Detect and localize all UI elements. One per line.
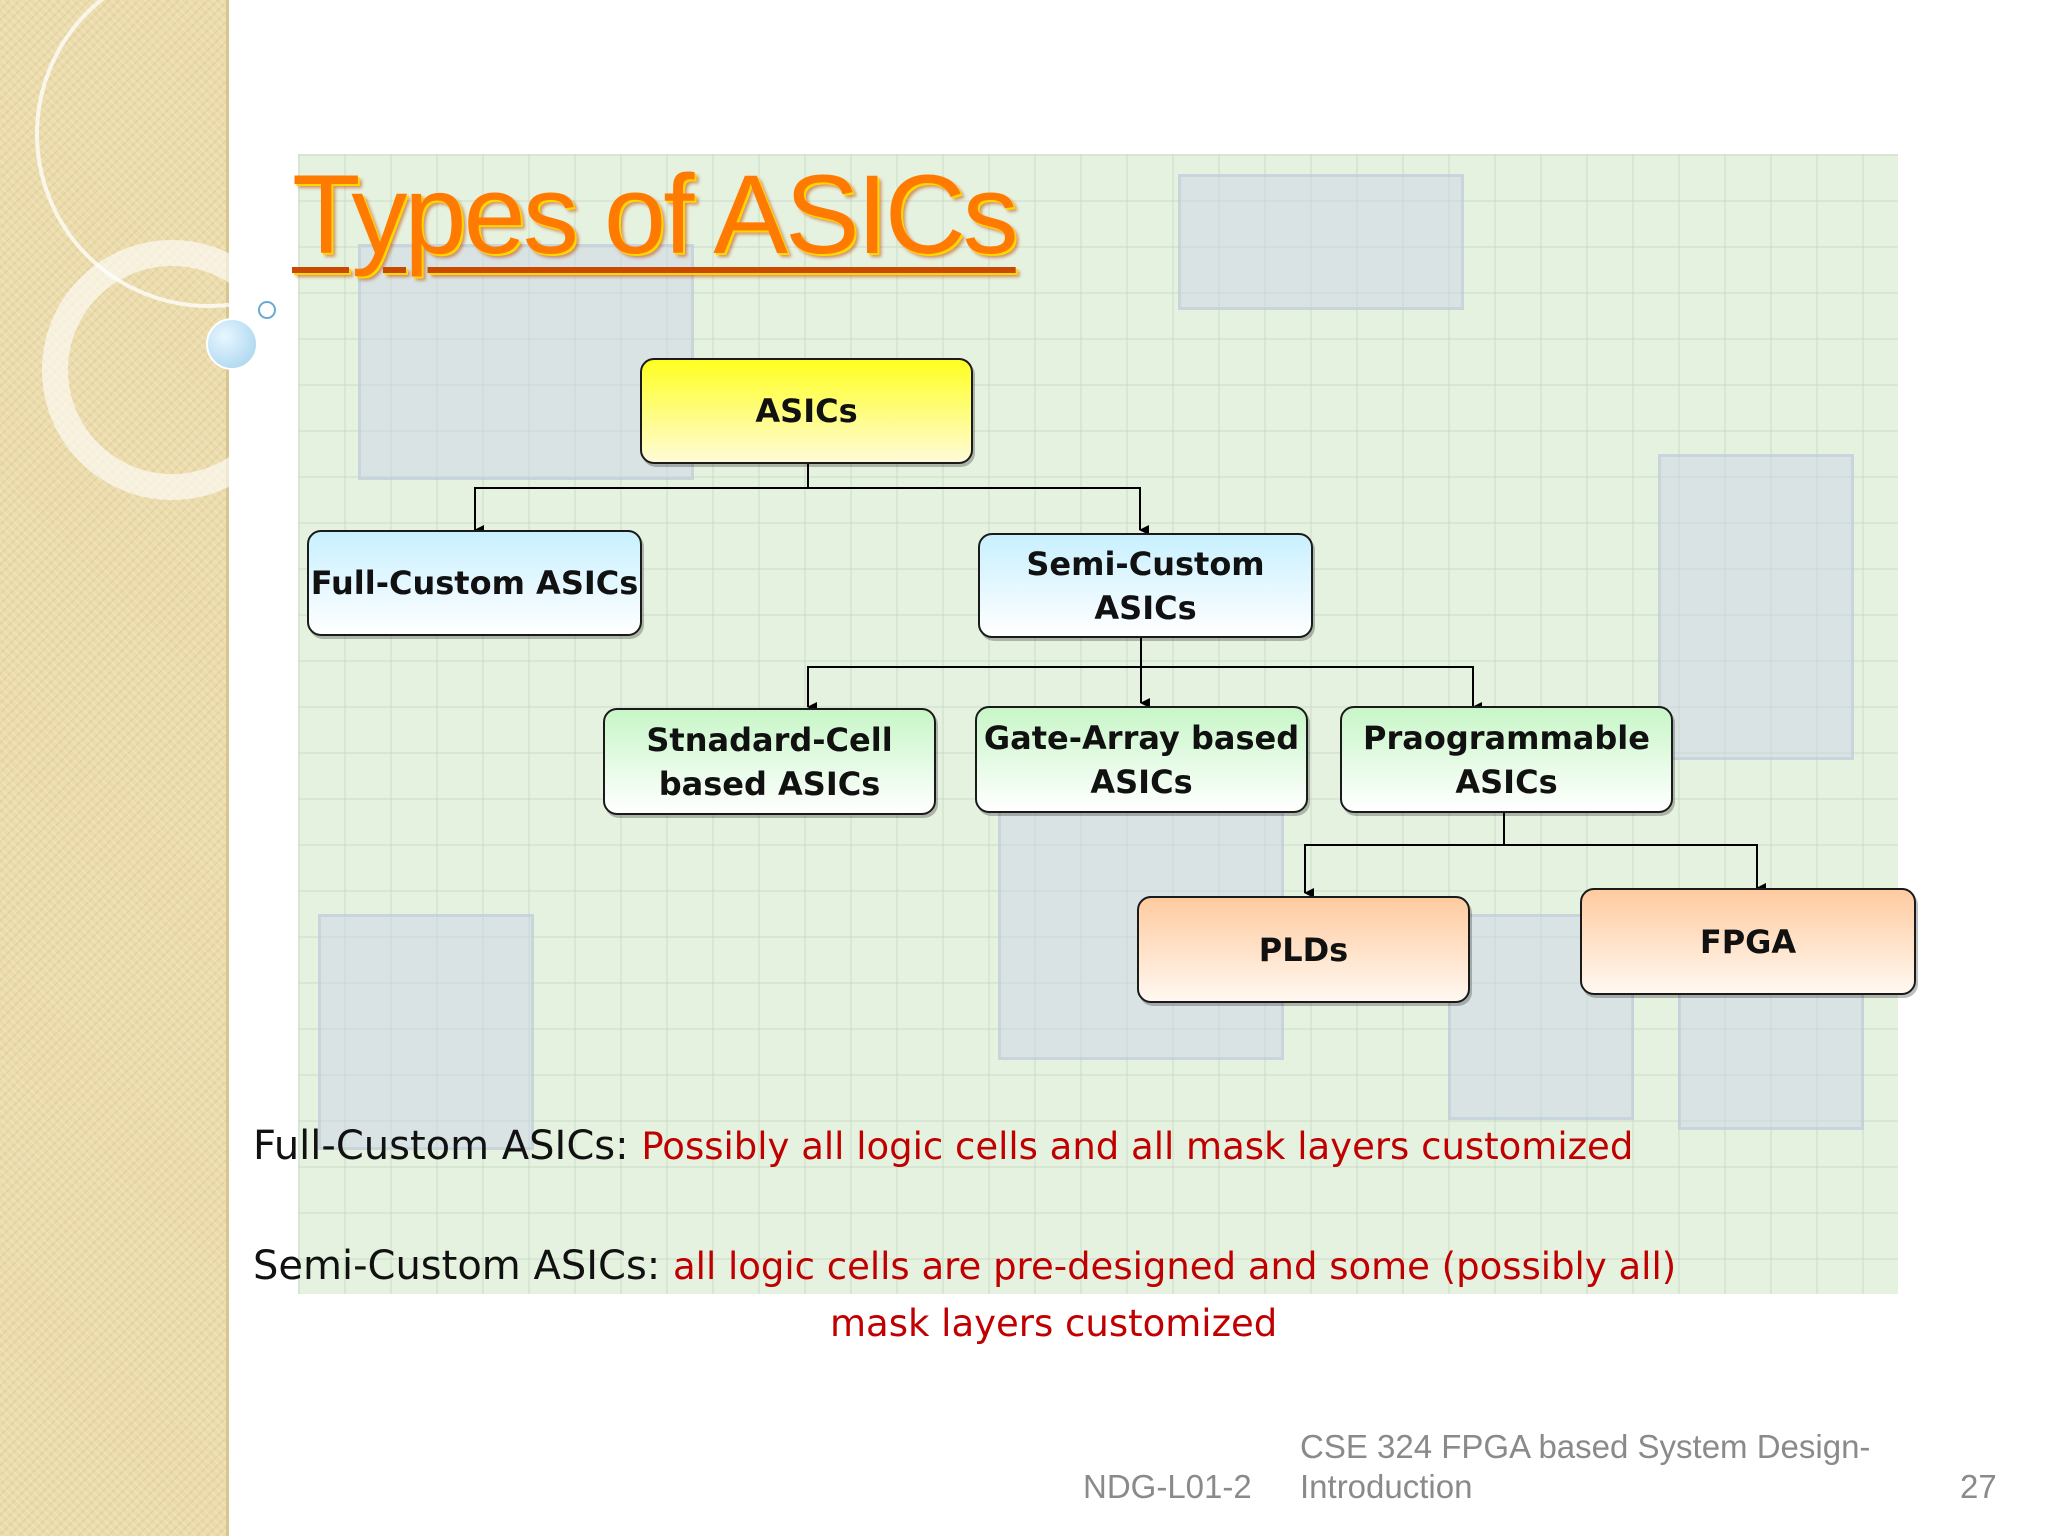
decorative-small-circle xyxy=(258,301,276,319)
slide-number: 27 xyxy=(1960,1468,1997,1505)
node-programmable-asics: Praogrammable ASICs xyxy=(1340,706,1673,813)
node-semi-custom-label: Semi-Custom ASICs xyxy=(1026,544,1265,627)
sidebar-edge xyxy=(226,0,229,1536)
edge-semi-custom-to-programmable xyxy=(1141,666,1482,712)
chip-decoration xyxy=(318,914,534,1150)
chip-decoration xyxy=(1678,974,1864,1130)
node-full-custom-label: Full-Custom ASICs xyxy=(310,564,639,602)
node-plds-label: PLDs xyxy=(1258,930,1349,969)
chip-decoration xyxy=(1658,454,1854,760)
description-semi-custom-definition-line1: all logic cells are pre-designed and som… xyxy=(672,1245,1677,1288)
footer-course-line1: CSE 324 FPGA based System Design- xyxy=(1300,1428,1871,1465)
node-gate-array-label: Gate-Array based ASICs xyxy=(983,718,1300,801)
decorative-bubble xyxy=(206,318,258,370)
node-plds: PLDs xyxy=(1137,896,1470,1003)
footer-code: NDG-L01-2 xyxy=(1083,1468,1252,1505)
node-asics-label: ASICs xyxy=(755,392,858,430)
chip-decoration xyxy=(358,244,694,480)
description-semi-custom-term: Semi-Custom ASICs: xyxy=(253,1243,661,1289)
node-gate-array-asics: Gate-Array based ASICs xyxy=(975,706,1308,813)
node-fpga: FPGA xyxy=(1580,888,1916,995)
description-semi-custom: Semi-Custom ASICs: all logic cells are p… xyxy=(253,1243,1676,1289)
edge-asics-to-full-custom xyxy=(474,463,809,535)
node-programmable-label: Praogrammable ASICs xyxy=(1363,718,1650,801)
description-semi-custom-definition-line2: mask layers customized xyxy=(830,1302,1278,1345)
description-full-custom: Full-Custom ASICs: Possibly all logic ce… xyxy=(253,1123,1633,1169)
description-full-custom-definition: Possibly all logic cells and all mask la… xyxy=(641,1125,1634,1168)
node-semi-custom-asics: Semi-Custom ASICs xyxy=(978,533,1313,638)
node-standard-cell-label: Stnadard-Cell based ASICs xyxy=(646,720,893,803)
node-standard-cell-asics: Stnadard-Cell based ASICs xyxy=(603,708,936,815)
node-asics: ASICs xyxy=(640,358,973,464)
edge-semi-custom-to-standard-cell xyxy=(807,637,1142,712)
edge-programmable-to-plds xyxy=(1304,812,1505,898)
edge-asics-to-semi-custom xyxy=(808,487,1149,535)
footer-course-line2: Introduction xyxy=(1300,1468,1473,1505)
chip-decoration xyxy=(1178,174,1464,310)
slide-title: Types of ASICs xyxy=(292,152,1019,277)
description-full-custom-term: Full-Custom ASICs: xyxy=(253,1123,629,1169)
node-fpga-label: FPGA xyxy=(1699,922,1797,961)
edge-programmable-to-fpga xyxy=(1504,844,1766,893)
node-full-custom-asics: Full-Custom ASICs xyxy=(307,530,642,636)
